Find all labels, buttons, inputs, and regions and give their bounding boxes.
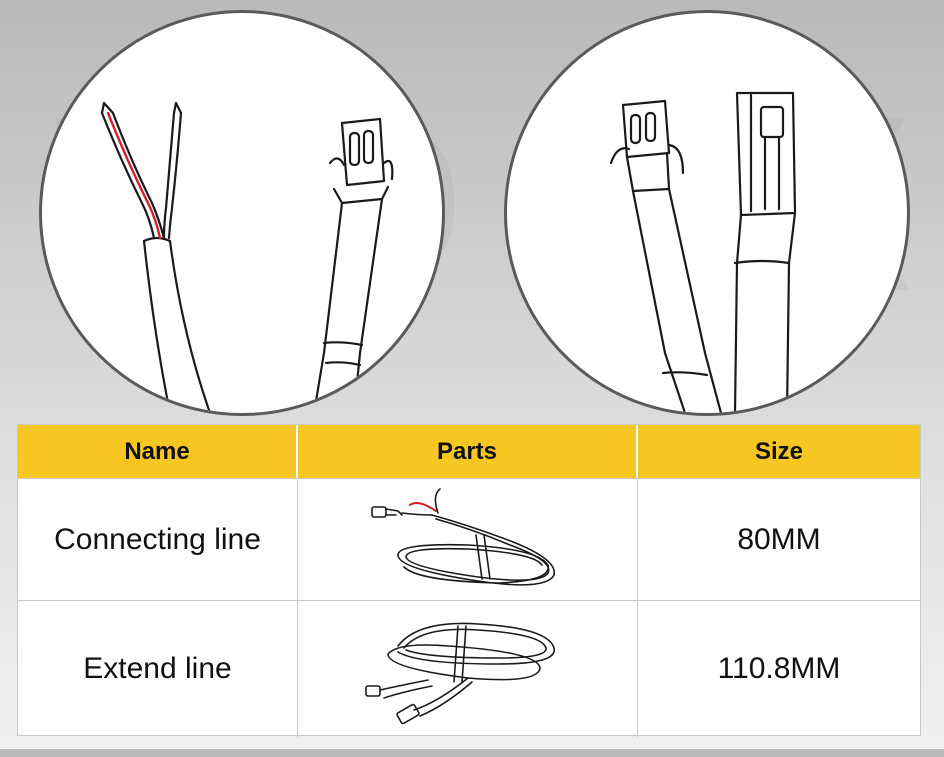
row-name: Extend line [18,601,298,737]
extension-cable-coil-image [298,601,638,737]
header-name: Name [18,425,298,478]
extension-cable-coil-drawing [364,622,555,725]
connecting-line-closeup [39,10,445,416]
connecting-cable-coil-drawing [370,487,555,586]
row-size: 110.8MM [717,652,841,685]
specification-table: Name Parts Size Connecting line 80MM [17,424,921,737]
row-size: 80MM [737,522,821,556]
extend-line-drawing [609,91,797,413]
table-row: Extend line 110.8MM [18,600,920,737]
connecting-cable-coil-image [298,479,638,600]
header-parts: Parts [298,425,638,478]
connecting-line-drawing [100,101,394,413]
row-name: Connecting line [18,479,298,600]
extend-line-closeup [504,10,910,416]
table-row: Connecting line 80MM [18,478,920,600]
header-size: Size [754,437,804,465]
table-header: Name Parts Size [18,425,920,478]
